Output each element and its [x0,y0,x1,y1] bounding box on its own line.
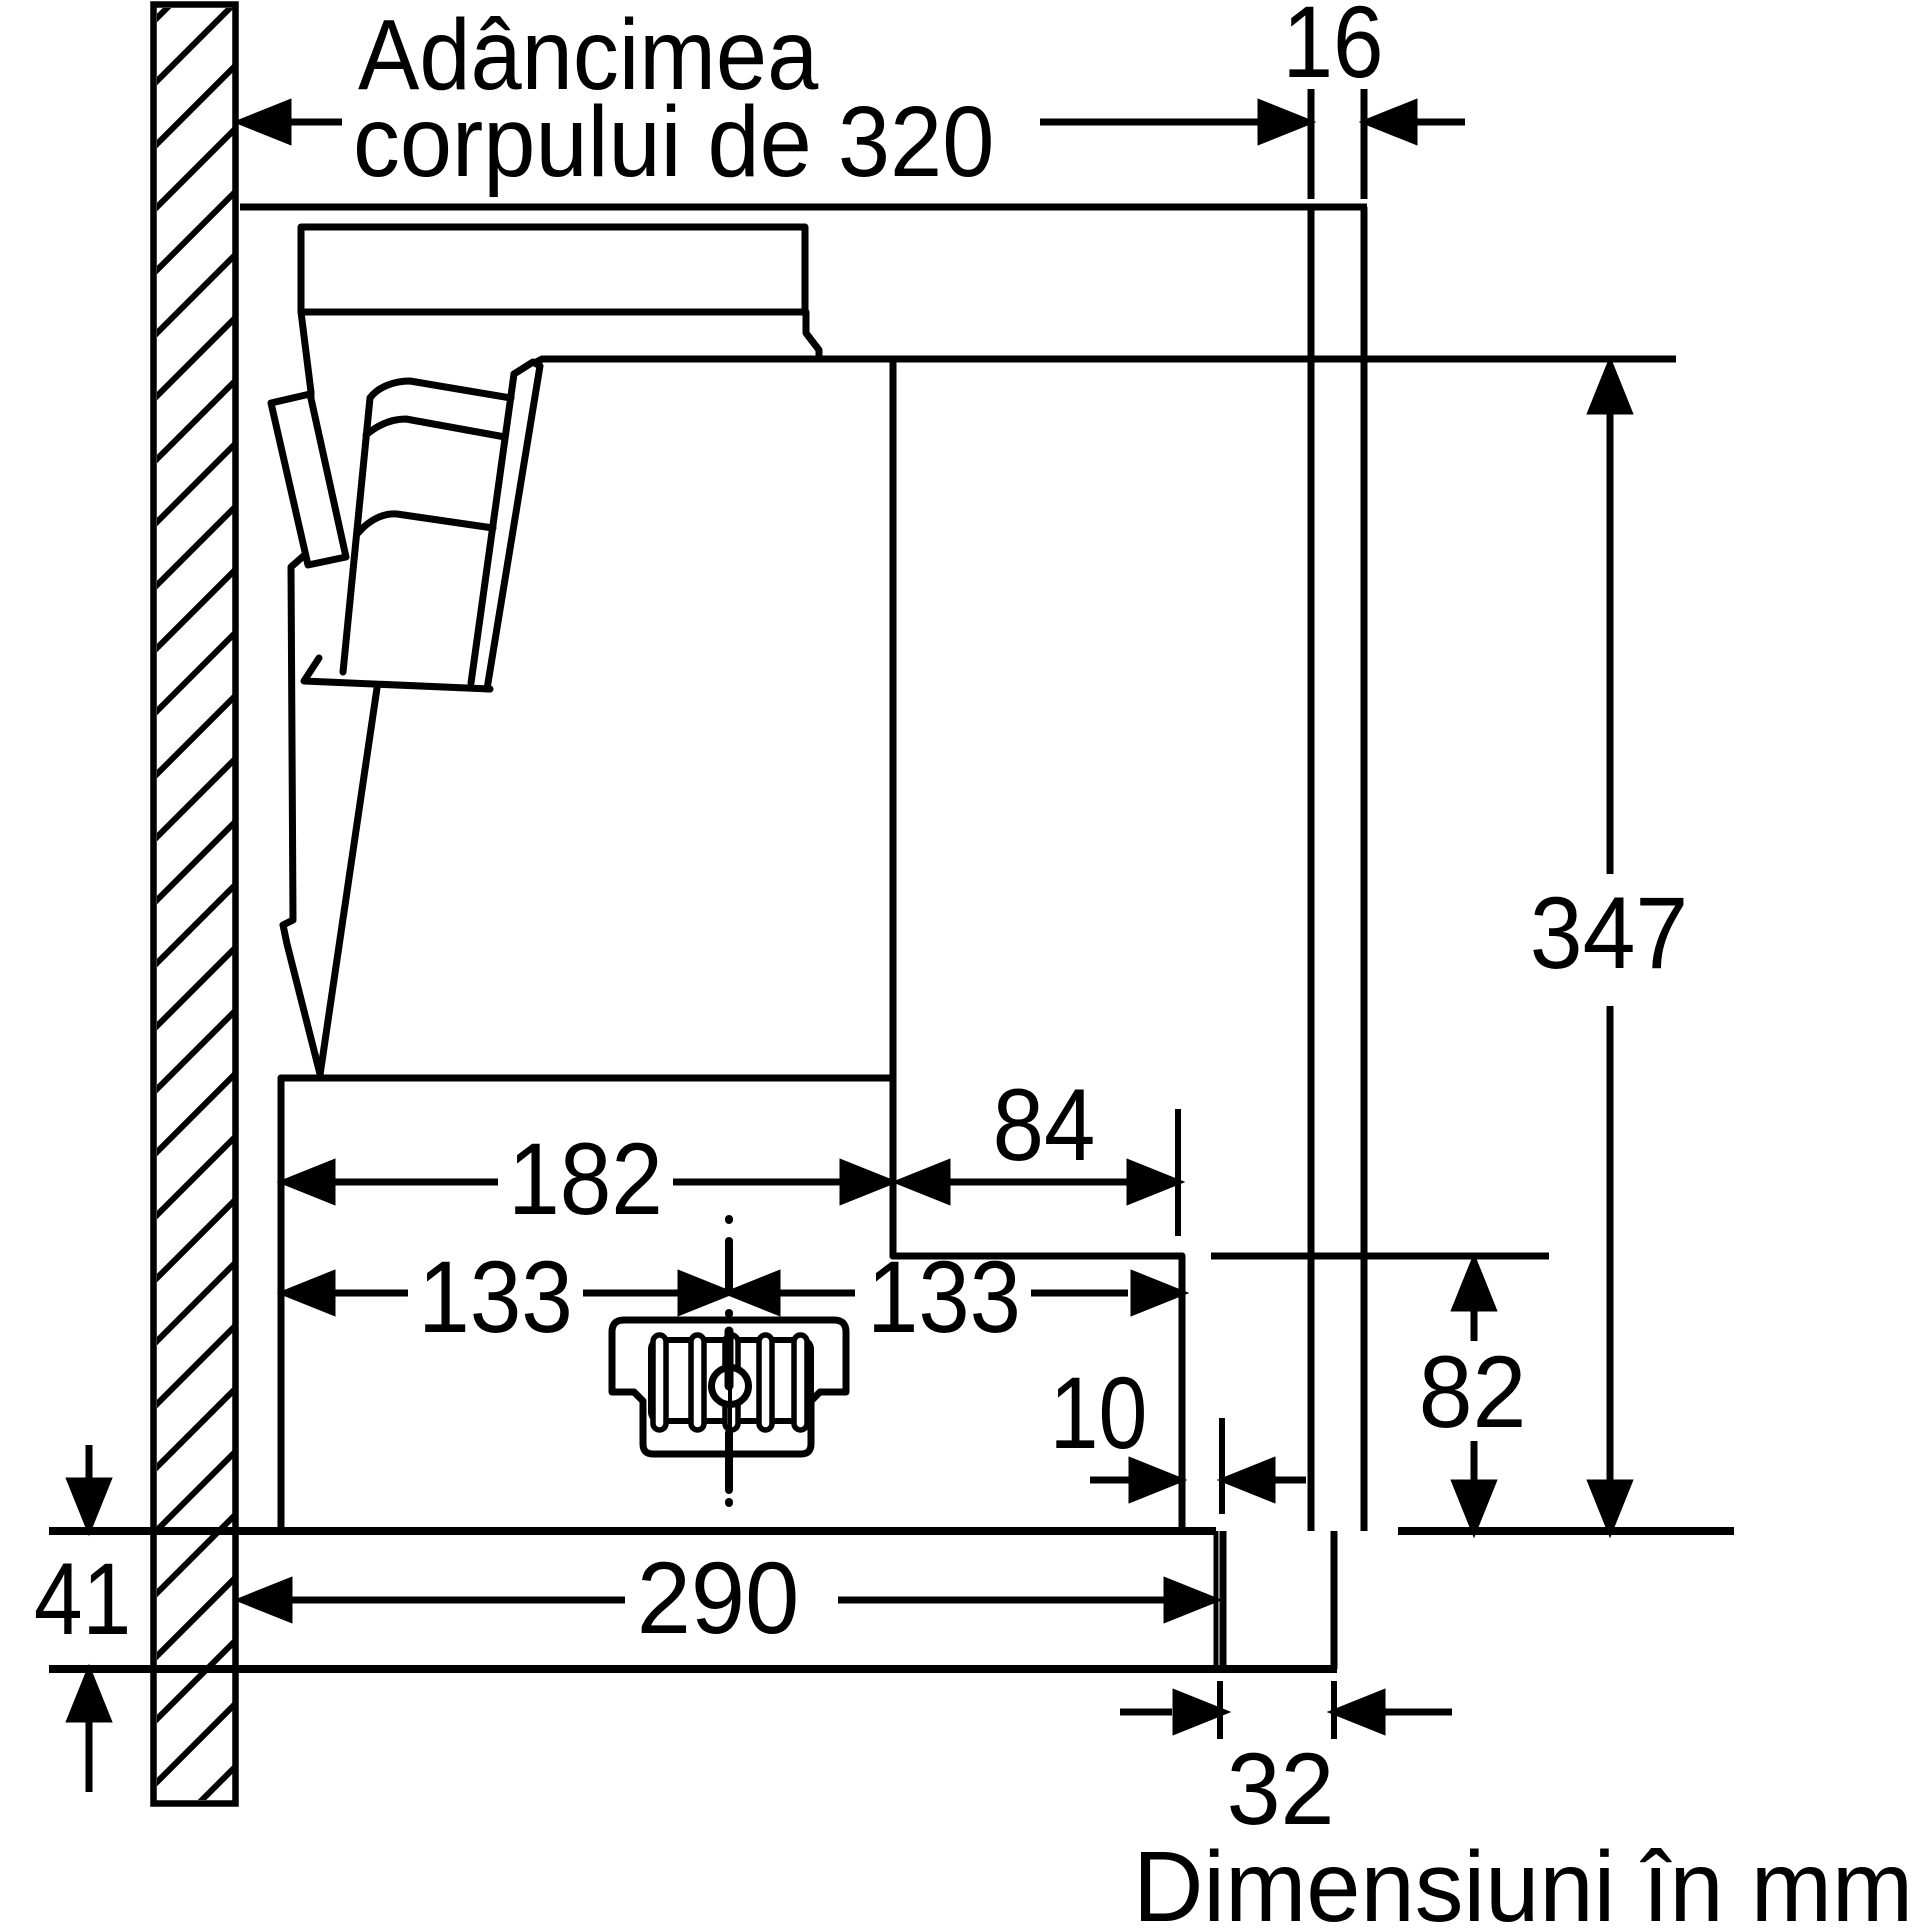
svg-text:84: 84 [993,1068,1096,1182]
svg-text:133: 133 [418,1240,573,1354]
svg-text:32: 32 [1227,1733,1335,1847]
svg-text:41: 41 [34,1543,131,1657]
svg-text:82: 82 [1419,1336,1527,1450]
svg-text:133: 133 [867,1240,1021,1354]
svg-text:corpului de 320: corpului de 320 [353,85,994,197]
svg-text:290: 290 [637,1542,800,1656]
svg-text:Dimensiuni în mm: Dimensiuni în mm [1133,1831,1913,1928]
svg-text:347: 347 [1530,876,1688,990]
svg-text:182: 182 [508,1122,663,1236]
svg-text:16: 16 [1282,0,1383,99]
svg-text:10: 10 [1050,1357,1148,1471]
svg-text:Adâncimea: Adâncimea [358,0,819,111]
